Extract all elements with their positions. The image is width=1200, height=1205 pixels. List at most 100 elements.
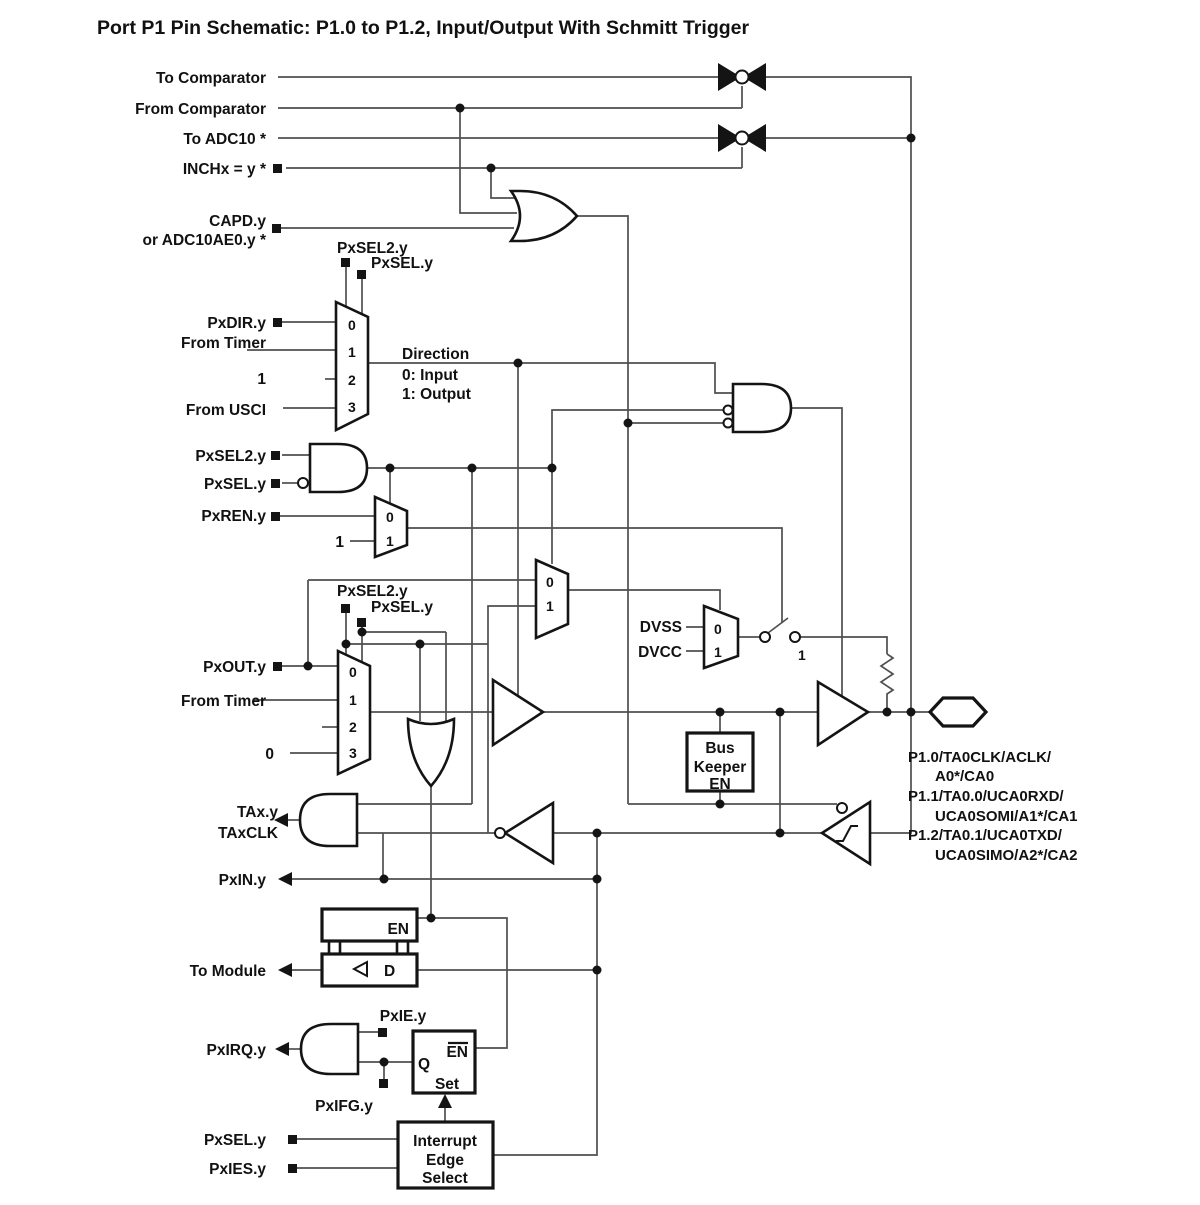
pin-line-3: P1.1/TA0.0/UCA0RXD/: [908, 788, 1064, 805]
left-signal-labels: To Comparator From Comparator To ADC10 *…: [135, 70, 344, 1178]
interrupt-edge-select-labels: Interrupt Edge Select: [413, 1133, 477, 1187]
set-arrow-icon: [438, 1094, 452, 1108]
ies-line3: Select: [422, 1170, 468, 1187]
label-one-dirmux: 1: [257, 371, 266, 388]
ff-set-label: Set: [435, 1076, 459, 1093]
pxirq-and-gate-icon: [299, 1022, 360, 1076]
pad-icon: [927, 696, 989, 728]
label-pxsel-outmux: PxSEL.y: [371, 599, 433, 616]
latch-d-label: D: [384, 963, 395, 980]
mux-digit-labels: 0 1 2 3 0 1 0 1 0 1 0 1 2 3: [348, 317, 722, 761]
direction-mux: [334, 299, 370, 433]
label-pxout: PxOUT.y: [203, 659, 266, 676]
latch-clock-icon: [351, 960, 368, 978]
pin-line-4: UCA0SOMI/A1*/CA1: [935, 808, 1078, 825]
label-pxsel2-outmux: PxSEL2.y: [337, 583, 408, 600]
bus-keeper-labels: Bus Keeper EN: [694, 740, 747, 793]
direction-output: 1: Output: [402, 386, 471, 403]
srcmux-0: 0: [546, 574, 554, 590]
dirmux-3: 3: [348, 399, 356, 415]
label-pxifg: PxIFG.y: [315, 1098, 373, 1115]
direction-title: Direction: [402, 346, 469, 363]
pad-driver-icon: [816, 679, 871, 748]
label-to-module: To Module: [190, 963, 267, 980]
label-pxsel-ies: PxSEL.y: [204, 1132, 266, 1149]
transmission-gate-comparator-icon: [718, 63, 766, 91]
pin-line-2: A0*/CA0: [935, 768, 994, 785]
label-zero-outmux: 0: [265, 746, 274, 763]
pxin-arrow-icon: [278, 872, 292, 886]
arrowheads: [274, 813, 452, 1108]
railmux-1: 1: [714, 644, 722, 660]
outmux-0: 0: [349, 664, 357, 680]
tax-and-gate-icon: [298, 792, 359, 848]
input-latch: [320, 907, 419, 988]
pxirq-arrow-icon: [275, 1042, 289, 1056]
output-enable-and-gate-icon: [731, 382, 793, 434]
and-bubble-icon: [722, 404, 734, 416]
label-pxin: PxIN.y: [219, 872, 267, 889]
pin-line-5: P1.2/TA0.1/UCA0TXD/: [908, 827, 1063, 844]
bus-keeper-box: [685, 731, 755, 793]
transmission-gate-adc-icon: [718, 124, 766, 152]
label-pxsel2-and: PxSEL2.y: [195, 448, 266, 465]
junction-dots: [303, 103, 916, 1067]
input-inverter-icon: [494, 800, 555, 866]
label-inchx: INCHx = y *: [183, 161, 267, 178]
capd-or-gate-icon: [508, 189, 579, 243]
pxout-mux: [336, 648, 372, 777]
label-capd-1: CAPD.y: [209, 213, 266, 230]
latch-en-label: EN: [387, 921, 409, 938]
label-pxdir: PxDIR.y: [207, 315, 266, 332]
pin-line-1: P1.0/TA0CLK/ACLK/: [908, 749, 1052, 766]
label-pxirq: PxIRQ.y: [207, 1042, 267, 1059]
tax-arrow-icon: [274, 813, 288, 827]
label-pxie: PxIE.y: [380, 1008, 427, 1025]
renmux-0: 0: [386, 509, 394, 525]
label-to-adc10: To ADC10 *: [183, 131, 267, 148]
outmux-2: 2: [349, 719, 357, 735]
label-from-timer-2: From Timer: [181, 693, 266, 710]
bus-keeper-line2: Keeper: [694, 759, 747, 776]
ies-line1: Interrupt: [413, 1133, 477, 1150]
dirmux-0: 0: [348, 317, 356, 333]
label-to-comparator: To Comparator: [156, 70, 266, 87]
railmux-0: 0: [714, 621, 722, 637]
direction-note: Direction 0: Input 1: Output: [402, 346, 471, 403]
label-capd-2: or ADC10AE0.y *: [143, 232, 267, 249]
and-bubble-icon: [722, 417, 734, 429]
srcmux-1: 1: [546, 598, 554, 614]
sel-and-input-bubble-icon: [297, 477, 309, 489]
label-tax: TAx.y: [237, 804, 278, 821]
pin-function-list: P1.0/TA0CLK/ACLK/ A0*/CA0 P1.1/TA0.0/UCA…: [908, 749, 1078, 864]
label-pxren: PxREN.y: [201, 508, 266, 525]
wires: [247, 76, 930, 1169]
label-from-usci: From USCI: [186, 402, 266, 419]
latch-enable-or-gate-icon: [406, 717, 456, 788]
interrupt-flag-box: [411, 1029, 477, 1095]
label-dvcc: DVCC: [638, 644, 682, 661]
interrupt-edge-select-box: [396, 1120, 495, 1190]
pullup-source-mux: [534, 558, 570, 640]
label-pxsel-and: PxSEL.y: [204, 476, 266, 493]
schmitt-trigger-icon: [819, 799, 872, 867]
label-pxsel-dirmux: PxSEL.y: [371, 255, 433, 272]
direction-input: 0: Input: [402, 367, 458, 384]
label-pxies: PxIES.y: [209, 1161, 266, 1178]
label-from-comparator: From Comparator: [135, 101, 266, 118]
bus-keeper-line1: Bus: [705, 740, 734, 757]
dirmux-1: 1: [348, 344, 356, 360]
sel-and-gate-icon: [308, 442, 369, 494]
pull-resistor-switch-icon: [759, 631, 801, 643]
ies-line2: Edge: [426, 1152, 464, 1169]
outmux-3: 3: [349, 745, 357, 761]
outmux-1: 1: [349, 692, 357, 708]
dvss-dvcc-mux: [702, 604, 740, 670]
to-module-arrow-icon: [278, 963, 292, 977]
ff-enbar-label: EN: [446, 1044, 468, 1061]
bus-keeper-line3: EN: [709, 776, 731, 793]
label-one-renmux: 1: [335, 534, 344, 551]
output-buffer-icon: [491, 677, 546, 748]
